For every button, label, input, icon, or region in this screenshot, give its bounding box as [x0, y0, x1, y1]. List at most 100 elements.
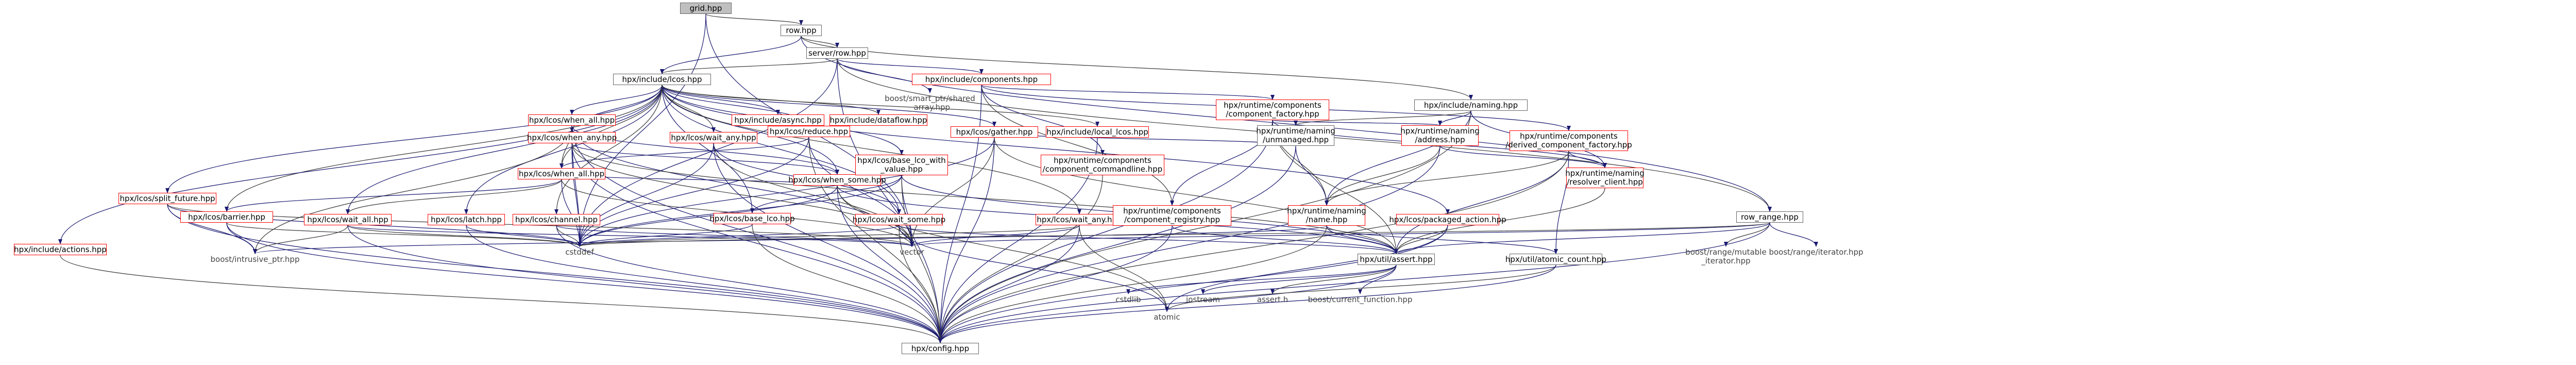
edge-lcos-to-waitall: [346, 85, 663, 214]
edge-lcos-to-split: [165, 85, 663, 193]
node-barrier[interactable]: hpx/lcos/barrier.hpp: [180, 211, 273, 223]
edge-rowrange-to-vector: [910, 222, 1770, 247]
edge-registry-to-assert: [1172, 225, 1398, 254]
edge-derivedfactory-to-namename: [1325, 151, 1569, 206]
node-latch[interactable]: hpx/lcos/latch.hpp: [428, 214, 505, 225]
edge-latch-to-config: [466, 225, 942, 343]
node-assert[interactable]: hpx/util/assert.hpp: [1358, 254, 1435, 265]
edge-whenany-to-assert: [571, 143, 1398, 254]
node-grid[interactable]: grid.hpp: [680, 3, 732, 14]
node-config[interactable]: hpx/config.hpp: [902, 343, 979, 354]
edge-split-to-config: [167, 204, 942, 343]
edge-baselcowith-to-cstddef: [578, 175, 902, 247]
edge-lcos-to-whenall: [570, 85, 663, 115]
node-whenany[interactable]: hpx/lcos/when_any.hpp: [527, 132, 617, 143]
edge-runtimenaming-to-namename: [1295, 145, 1329, 206]
node-server[interactable]: server/row.hpp: [806, 47, 868, 59]
node-packaged[interactable]: hpx/lcos/packaged_action.hpp: [1389, 214, 1506, 225]
node-waitall[interactable]: hpx/lcos/wait_all.hpp: [304, 214, 392, 225]
edge-whenall-to-intrusive: [253, 125, 572, 254]
node-rowrange[interactable]: row_range.hpp: [1736, 211, 1803, 223]
node-waitany2[interactable]: hpx/lcos/wait_any.hpp: [1036, 214, 1123, 225]
node-registry[interactable]: hpx/runtime/components /component_regist…: [1113, 205, 1231, 226]
node-atomicstd[interactable]: atomic: [1154, 312, 1180, 322]
node-cstddef[interactable]: cstddef: [565, 247, 594, 257]
node-dataflow[interactable]: hpx/include/dataflow.hpp: [829, 114, 927, 126]
node-compfactory[interactable]: hpx/runtime/components /component_factor…: [1216, 99, 1329, 120]
node-atomic[interactable]: hpx/util/atomic_count.hpp: [1505, 254, 1606, 265]
edge-whensome-to-atomicstd: [837, 185, 1169, 312]
node-intrusive[interactable]: boost/intrusive_ptr.hpp: [210, 254, 300, 264]
node-runtimenaming[interactable]: hpx/runtime/naming /unmanaged.hpp: [1256, 125, 1335, 146]
node-whensome[interactable]: hpx/lcos/when_some.hpp: [788, 174, 886, 186]
node-iostream[interactable]: iostream: [1186, 294, 1220, 304]
edge-compfactory-to-address: [1272, 120, 1442, 126]
edge-lcos-to-gather: [662, 85, 996, 127]
edge-rowrange-to-mutable: [1724, 222, 1770, 247]
edge-cmdline-to-config: [938, 175, 1103, 343]
node-lcos[interactable]: hpx/include/lcos.hpp: [613, 74, 711, 85]
node-mutable[interactable]: boost/range/mutable _iterator.hpp: [1685, 247, 1767, 266]
edge-components-to-config: [938, 85, 982, 343]
node-smartptr[interactable]: boost/smart_ptr/shared _array.hpp: [885, 94, 975, 112]
edge-split-to-cstddef: [167, 204, 582, 247]
edge-address-to-config: [938, 145, 1440, 343]
edge-whenany-to-vector: [571, 143, 914, 247]
node-channel[interactable]: hpx/lcos/channel.hpp: [513, 214, 600, 225]
edge-waitany2-to-atomicstd: [1079, 225, 1169, 312]
edge-rowrange-to-cstddef: [578, 222, 1770, 247]
edge-rowrange-to-iterator: [1769, 222, 1818, 247]
edge-lcos-to-barrier: [225, 85, 663, 212]
edge-split-to-intrusive: [167, 204, 257, 254]
edge-waitany2-to-vector: [910, 225, 1080, 247]
edge-waitsome-to-atomicstd: [899, 225, 1169, 312]
node-gather[interactable]: hpx/lcos/gather.hpp: [951, 126, 1038, 138]
edge-server-to-cstddef: [578, 58, 838, 247]
edge-assert-to-curfunc: [1358, 264, 1397, 294]
edge-runtimenaming-to-config: [938, 145, 1296, 343]
node-cstdlib[interactable]: cstdlib: [1115, 294, 1141, 304]
edge-reduce-to-vector: [808, 137, 914, 247]
edge-rowrange-to-assert: [1394, 222, 1770, 254]
edge-whenallb-to-cstddef: [561, 179, 582, 247]
edge-assert-to-config: [938, 264, 1397, 343]
node-split[interactable]: hpx/lcos/split_future.hpp: [118, 193, 216, 204]
node-whenall[interactable]: hpx/lcos/when_all.hpp: [528, 114, 616, 126]
node-naming[interactable]: hpx/include/naming.hpp: [1414, 99, 1528, 111]
edge-resolver-to-assert: [1394, 188, 1605, 254]
node-namename[interactable]: hpx/runtime/naming /name.hpp: [1287, 205, 1366, 226]
edge-gather-to-cstddef: [578, 137, 995, 247]
edge-whenall-to-config: [571, 125, 942, 343]
node-cmdline[interactable]: hpx/runtime/components /component_comman…: [1041, 155, 1164, 175]
node-locallcos[interactable]: hpx/include/local_lcos.hpp: [1046, 126, 1149, 138]
node-address[interactable]: hpx/runtime/naming /address.hpp: [1400, 125, 1480, 146]
edge-assert-to-iostream: [1201, 264, 1397, 294]
node-row[interactable]: row.hpp: [781, 25, 822, 36]
edge-whensome-to-config: [837, 185, 942, 343]
node-derivedfactory[interactable]: hpx/runtime/components /derived_componen…: [1505, 130, 1632, 151]
node-iterator[interactable]: boost/range/iterator.hpp: [1769, 247, 1863, 257]
node-components[interactable]: hpx/include/components.hpp: [912, 74, 1051, 85]
node-async[interactable]: hpx/include/async.hpp: [732, 114, 824, 126]
node-curfunc[interactable]: boost/current_function.hpp: [1308, 294, 1413, 304]
edge-whenallb-to-barrier: [225, 179, 562, 212]
edge-lcos-to-whenallb: [560, 85, 663, 169]
node-actions[interactable]: hpx/include/actions.hpp: [14, 244, 107, 255]
edge-barrier-to-config: [226, 222, 942, 343]
edge-lcos-to-latch: [464, 85, 663, 214]
node-asserth[interactable]: assert.h: [1257, 294, 1289, 304]
node-reduce[interactable]: hpx/lcos/reduce.hpp: [768, 126, 850, 137]
node-vector[interactable]: vector: [900, 247, 924, 257]
node-baselco[interactable]: hpx/lcos/base_lco.hpp: [709, 213, 795, 224]
node-waitany[interactable]: hpx/lcos/wait_any.hpp: [670, 132, 757, 143]
node-resolver[interactable]: hpx/runtime/naming /resolver_client.hpp: [1565, 168, 1645, 188]
node-baselcowith[interactable]: hpx/lcos/base_lco_with _value.hpp: [855, 155, 948, 175]
node-waitsome[interactable]: hpx/lcos/wait_some.hpp: [853, 214, 945, 225]
edge-server-to-smartptr: [837, 58, 932, 93]
edge-components-to-registry: [981, 85, 1174, 206]
edge-latch-to-cstddef: [466, 225, 582, 247]
edge-gather-to-config: [938, 137, 995, 343]
edge-waitall-to-intrusive: [253, 225, 348, 254]
node-whenallb[interactable]: hpx/lcos/when_all.hpp: [518, 168, 605, 179]
